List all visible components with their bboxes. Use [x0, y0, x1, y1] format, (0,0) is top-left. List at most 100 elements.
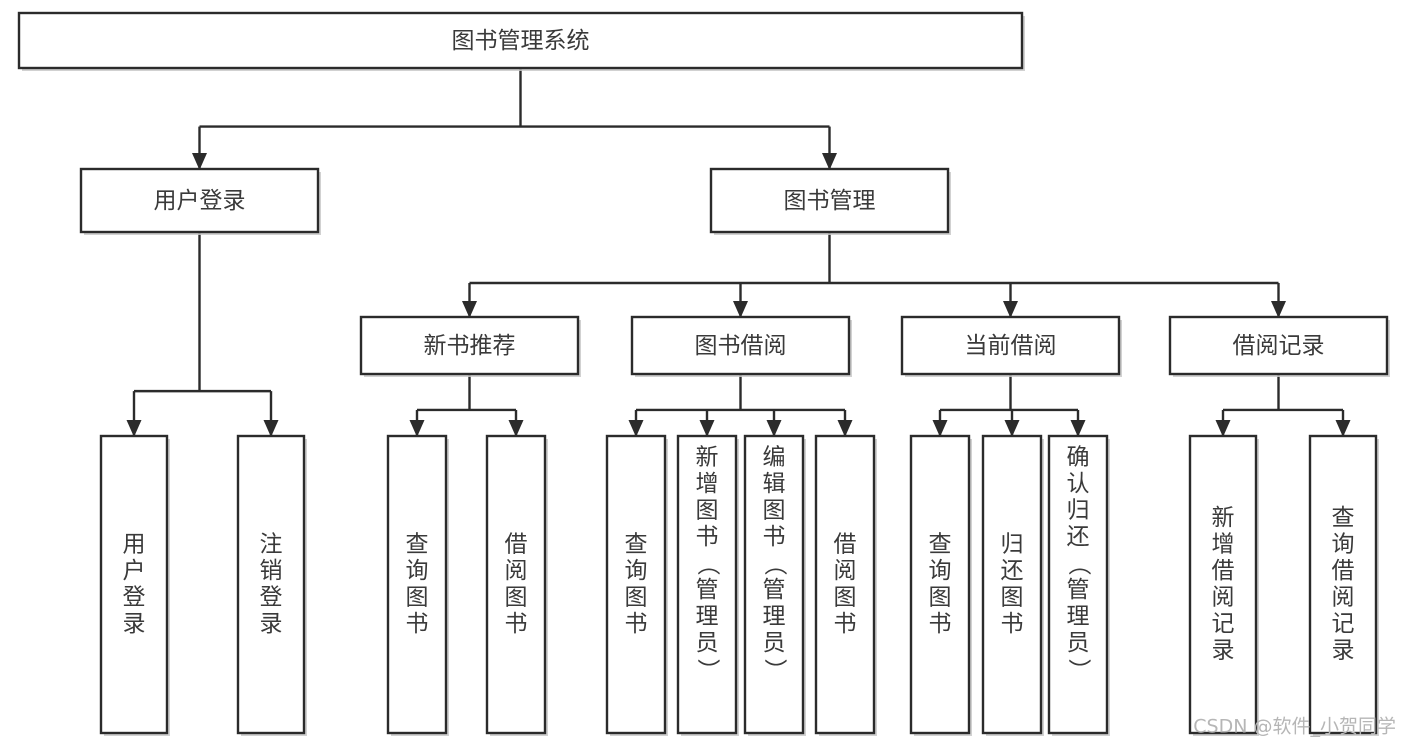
node-label-char: 员: [696, 630, 719, 656]
node-label-char: 记: [1332, 611, 1355, 637]
node-root[interactable]: 图书管理系统: [17, 11, 1025, 71]
node-rect[interactable]: [1168, 315, 1389, 376]
node-rect[interactable]: [814, 434, 876, 735]
node-label-char: 录: [1332, 637, 1355, 663]
node-book-manage[interactable]: 图书管理: [709, 167, 951, 235]
node-rect[interactable]: [236, 434, 306, 735]
node-label-char: 阅: [505, 558, 528, 584]
node-label: 图书借阅: [695, 333, 787, 359]
node-label-char: 员: [763, 630, 786, 656]
arrow-head-icon: [1004, 420, 1020, 437]
node-label: 图书管理: [784, 188, 876, 214]
node-rect[interactable]: [386, 434, 448, 735]
node-label-char: （: [1066, 553, 1092, 576]
node-label-char: 图: [406, 584, 429, 610]
arrow-head-icon: [192, 153, 207, 170]
node-rect[interactable]: [743, 434, 805, 735]
node-label-char: 管: [763, 577, 786, 603]
node-label-char: 户: [123, 558, 146, 584]
node-rect[interactable]: [17, 11, 1024, 70]
node-label-char: （: [695, 553, 721, 576]
node-label-char: 阅: [1212, 584, 1235, 610]
node-label-char: 书: [834, 611, 857, 637]
node-label-char: 书: [1001, 611, 1024, 637]
node-label-char: ）: [1066, 659, 1092, 682]
node-leaf-user-login[interactable]: 用户登录: [99, 434, 170, 736]
arrow-head-icon: [932, 420, 948, 437]
node-rect[interactable]: [99, 434, 169, 735]
node-label-char: 理: [763, 604, 786, 630]
node-label-char: 新: [1212, 505, 1235, 531]
edge-group-current-borrow: [932, 374, 1086, 437]
node-rect[interactable]: [981, 434, 1043, 735]
node-new-book-rec[interactable]: 新书推荐: [359, 315, 581, 377]
node-user-login[interactable]: 用户登录: [79, 167, 321, 235]
arrow-head-icon: [508, 420, 524, 437]
node-book-borrow[interactable]: 图书借阅: [630, 315, 852, 377]
node-label-char: 书: [406, 611, 429, 637]
node-rect[interactable]: [709, 167, 950, 234]
node-label-char: 查: [406, 531, 429, 557]
node-rect[interactable]: [900, 315, 1121, 376]
node-label-char: 书: [625, 611, 648, 637]
node-rect[interactable]: [1308, 434, 1378, 735]
node-current-borrow[interactable]: 当前借阅: [900, 315, 1122, 377]
node-label-char: 理: [696, 604, 719, 630]
node-label-char: 图: [1001, 584, 1024, 610]
edge-group-new-book-rec: [409, 374, 524, 437]
node-label-char: 辑: [763, 471, 786, 497]
node-label-char: 还: [1001, 558, 1024, 584]
arrow-head-icon: [263, 420, 279, 437]
node-label-char: 录: [123, 611, 146, 637]
node-label: 新书推荐: [424, 333, 516, 359]
node-rect[interactable]: [79, 167, 320, 234]
node-rect[interactable]: [676, 434, 738, 735]
node-label-char: 员: [1067, 630, 1090, 656]
node-rect[interactable]: [485, 434, 547, 735]
node-label-char: 阅: [834, 558, 857, 584]
node-borrow-record[interactable]: 借阅记录: [1168, 315, 1390, 377]
node-label-char: 编: [763, 445, 786, 471]
arrow-head-icon: [628, 420, 644, 437]
node-rect[interactable]: [909, 434, 971, 735]
arrow-head-icon: [1215, 420, 1231, 437]
node-label-char: 图: [696, 498, 719, 524]
node-label-char: 书: [763, 524, 786, 550]
node-label: 用户登录: [154, 188, 246, 214]
node-label-char: ）: [695, 659, 721, 682]
node-label-char: 图: [929, 584, 952, 610]
node-label-char: 新: [696, 445, 719, 471]
arrow-head-icon: [1003, 301, 1018, 318]
node-label-char: 图: [763, 498, 786, 524]
node-label-char: 查: [1332, 505, 1355, 531]
node-rect[interactable]: [1047, 434, 1109, 735]
node-label-char: 理: [1067, 604, 1090, 630]
node-label-char: 用: [123, 531, 146, 557]
node-label-char: 登: [260, 584, 283, 610]
node-label-char: 销: [260, 558, 283, 584]
node-label-char: 管: [1067, 577, 1090, 603]
node-label-char: 认: [1067, 471, 1090, 497]
node-label-char: 查: [625, 531, 648, 557]
node-rect[interactable]: [1188, 434, 1258, 735]
node-label-char: 借: [1212, 558, 1235, 584]
node-label-char: 录: [260, 611, 283, 637]
node-rect[interactable]: [630, 315, 851, 376]
arrow-head-icon: [699, 420, 715, 437]
node-rect[interactable]: [605, 434, 667, 735]
node-rect[interactable]: [359, 315, 580, 376]
